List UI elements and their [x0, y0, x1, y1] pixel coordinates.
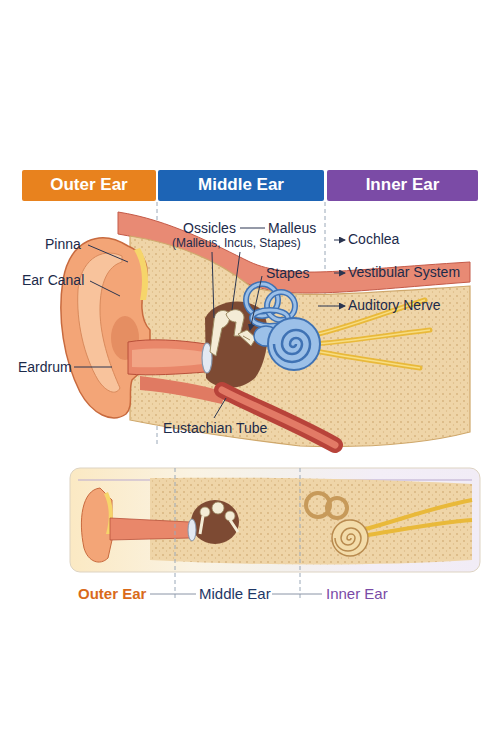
eustachian-tube	[222, 390, 335, 445]
part-label: Inner Ear	[326, 585, 416, 602]
mini-cochlea	[332, 520, 368, 556]
overview-panel	[70, 468, 480, 572]
leader-arrow	[334, 240, 345, 241]
stapes	[238, 330, 256, 346]
band-title: Outer Ear	[50, 176, 127, 195]
cochlea	[268, 318, 320, 370]
mini-nerve	[362, 500, 472, 536]
label-rule	[150, 594, 196, 595]
cochlea-spiral	[274, 330, 310, 362]
leader-line	[250, 276, 262, 330]
leader-line	[88, 245, 128, 262]
leader-line	[214, 398, 226, 418]
mini-ossicle	[225, 511, 235, 521]
part-label: Outer Ear	[78, 585, 168, 602]
part-label: Pinna	[45, 236, 105, 252]
mini-cochlea-spiral	[335, 528, 361, 551]
mini-canal	[110, 518, 190, 540]
leader-line	[212, 252, 214, 318]
part-label: Middle Ear	[199, 585, 289, 602]
pinna-shape	[61, 238, 150, 418]
section-band: Middle Ear	[158, 170, 324, 201]
part-label: Eustachian Tube	[163, 420, 303, 436]
leader-arrow	[318, 306, 345, 307]
leader-line	[232, 252, 240, 310]
leader-line	[90, 281, 120, 296]
band-title: Inner Ear	[366, 176, 440, 195]
leader-line	[74, 367, 112, 368]
part-label: Ossicles	[183, 220, 253, 236]
ear-canal-lumen	[132, 349, 204, 368]
part-label: Cochlea	[348, 231, 468, 247]
section-band: Inner Ear	[327, 170, 478, 201]
mini-eardrum	[188, 519, 196, 541]
part-label: Eardrum	[18, 359, 88, 375]
mini-cavity	[191, 500, 239, 544]
part-label: Malleus	[268, 220, 338, 236]
mini-pinna	[81, 488, 112, 562]
mini-ossicle	[200, 507, 210, 517]
leader-line	[240, 228, 265, 229]
mini-ossicle	[212, 502, 224, 514]
mini-canal-loop	[327, 498, 347, 518]
part-label: Ear Canal	[22, 272, 102, 288]
band-title: Middle Ear	[198, 176, 284, 195]
section-divider	[300, 468, 301, 600]
section-divider	[175, 468, 176, 600]
ear-canal	[128, 340, 206, 375]
mini-ossicle	[200, 516, 238, 534]
part-label: (Malleus, Incus, Stapes)	[172, 237, 337, 251]
mini-bone-texture	[150, 478, 472, 565]
malleus	[210, 310, 230, 356]
eustachian-tube-lumen	[222, 390, 335, 445]
part-label: Auditory Nerve	[348, 297, 488, 313]
mini-bone	[150, 478, 472, 565]
semicircular-canal	[267, 292, 295, 320]
part-label: Stapes	[266, 265, 326, 281]
leader-arrow	[334, 273, 345, 274]
part-label: Vestibular System	[348, 264, 498, 280]
label-rule	[272, 594, 322, 595]
section-band: Outer Ear	[22, 170, 156, 201]
semicircular-canal	[267, 292, 295, 320]
cartilage	[134, 248, 148, 300]
